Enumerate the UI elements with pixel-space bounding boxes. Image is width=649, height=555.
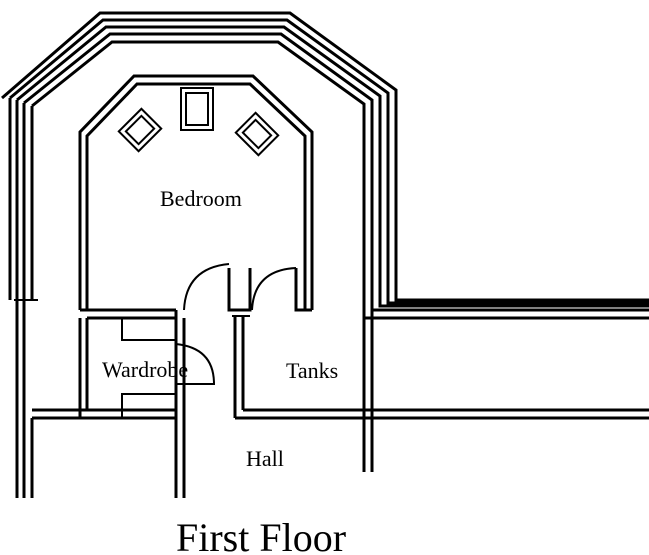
bedroom-door <box>183 263 230 311</box>
room-label-hall: Hall <box>246 446 284 471</box>
room-label-bedroom: Bedroom <box>160 186 242 211</box>
wardrobe-door <box>175 343 216 385</box>
room-label-tanks: Tanks <box>286 358 338 383</box>
tanks-door <box>251 267 297 311</box>
interior-walls <box>30 268 649 498</box>
doors <box>175 263 297 385</box>
plan-title: First Floor <box>176 515 346 555</box>
bedroom-walls <box>78 74 314 310</box>
outer-wall <box>1 11 649 498</box>
room-label-wardrobe: Wardrobe <box>102 357 188 382</box>
windows <box>117 87 280 157</box>
